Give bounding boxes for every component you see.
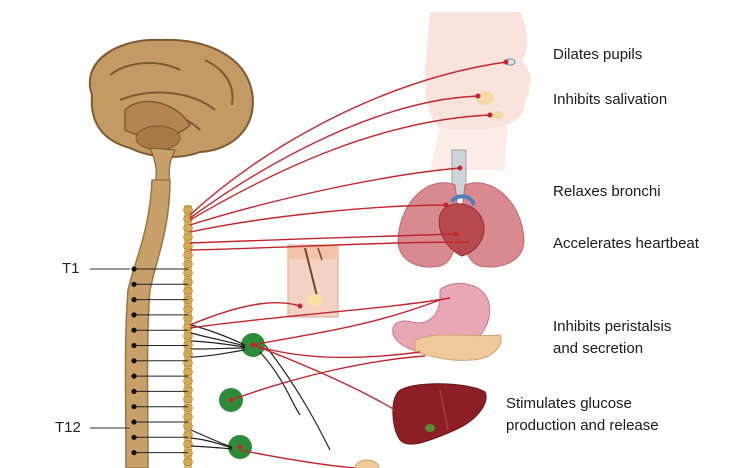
- effect-label-bronchi: Relaxes bronchi: [553, 182, 661, 201]
- chain-ganglion: [184, 368, 193, 375]
- effect-label-glucose-line1: Stimulates glucose: [506, 394, 632, 413]
- face-illustration: [425, 12, 531, 170]
- sympathetic-chain: [184, 205, 193, 468]
- skin-hair-follicle-illustration: [288, 245, 338, 317]
- effect-label-heartbeat: Accelerates heartbeat: [553, 234, 699, 253]
- ventral-root-dot: [131, 312, 136, 317]
- chain-ganglion: [184, 233, 193, 240]
- chain-ganglion: [184, 260, 193, 267]
- chain-ganglion: [184, 251, 193, 258]
- ventral-root-dot: [131, 435, 136, 440]
- effect-label-glucose-line2: production and release: [506, 416, 659, 435]
- chain-ganglion: [184, 224, 193, 231]
- liver-illustration: [393, 384, 486, 444]
- chain-ganglion: [184, 386, 193, 393]
- brain-illustration: [90, 40, 253, 185]
- pancreas-illustration: [415, 335, 501, 361]
- ventral-root-dot: [131, 328, 136, 333]
- ventral-root-dot: [131, 389, 136, 394]
- effect-label-peristalsis-line2: and secretion: [553, 339, 643, 358]
- ventral-root-dot: [131, 419, 136, 424]
- ventral-root-dot: [131, 297, 136, 302]
- effect-label-salivation: Inhibits salivation: [553, 90, 667, 109]
- segment-label-t12: T12: [55, 419, 81, 436]
- segment-label-t1: T1: [62, 260, 80, 277]
- ventral-root-dot: [131, 266, 136, 271]
- chain-ganglion: [184, 377, 193, 384]
- chain-ganglion: [184, 458, 193, 465]
- effect-label-peristalsis-line1: Inhibits peristalsis: [553, 317, 671, 336]
- chain-ganglion: [184, 287, 193, 294]
- ventral-root-dot: [131, 343, 136, 348]
- chain-ganglion: [184, 422, 193, 429]
- chain-ganglion: [184, 305, 193, 312]
- chain-ganglion: [184, 404, 193, 411]
- ventral-root-dot: [131, 450, 136, 455]
- chain-ganglion: [184, 395, 193, 402]
- ventral-root-dot: [131, 358, 136, 363]
- ventral-root-dot: [131, 282, 136, 287]
- effect-label-pupils: Dilates pupils: [553, 45, 642, 64]
- chain-ganglion: [184, 206, 193, 213]
- chain-ganglion: [184, 314, 193, 321]
- chain-ganglion: [184, 269, 193, 276]
- chain-ganglion: [184, 413, 193, 420]
- spinal-cord: [126, 180, 171, 468]
- ventral-root-dot: [131, 404, 136, 409]
- ventral-root-dot: [131, 374, 136, 379]
